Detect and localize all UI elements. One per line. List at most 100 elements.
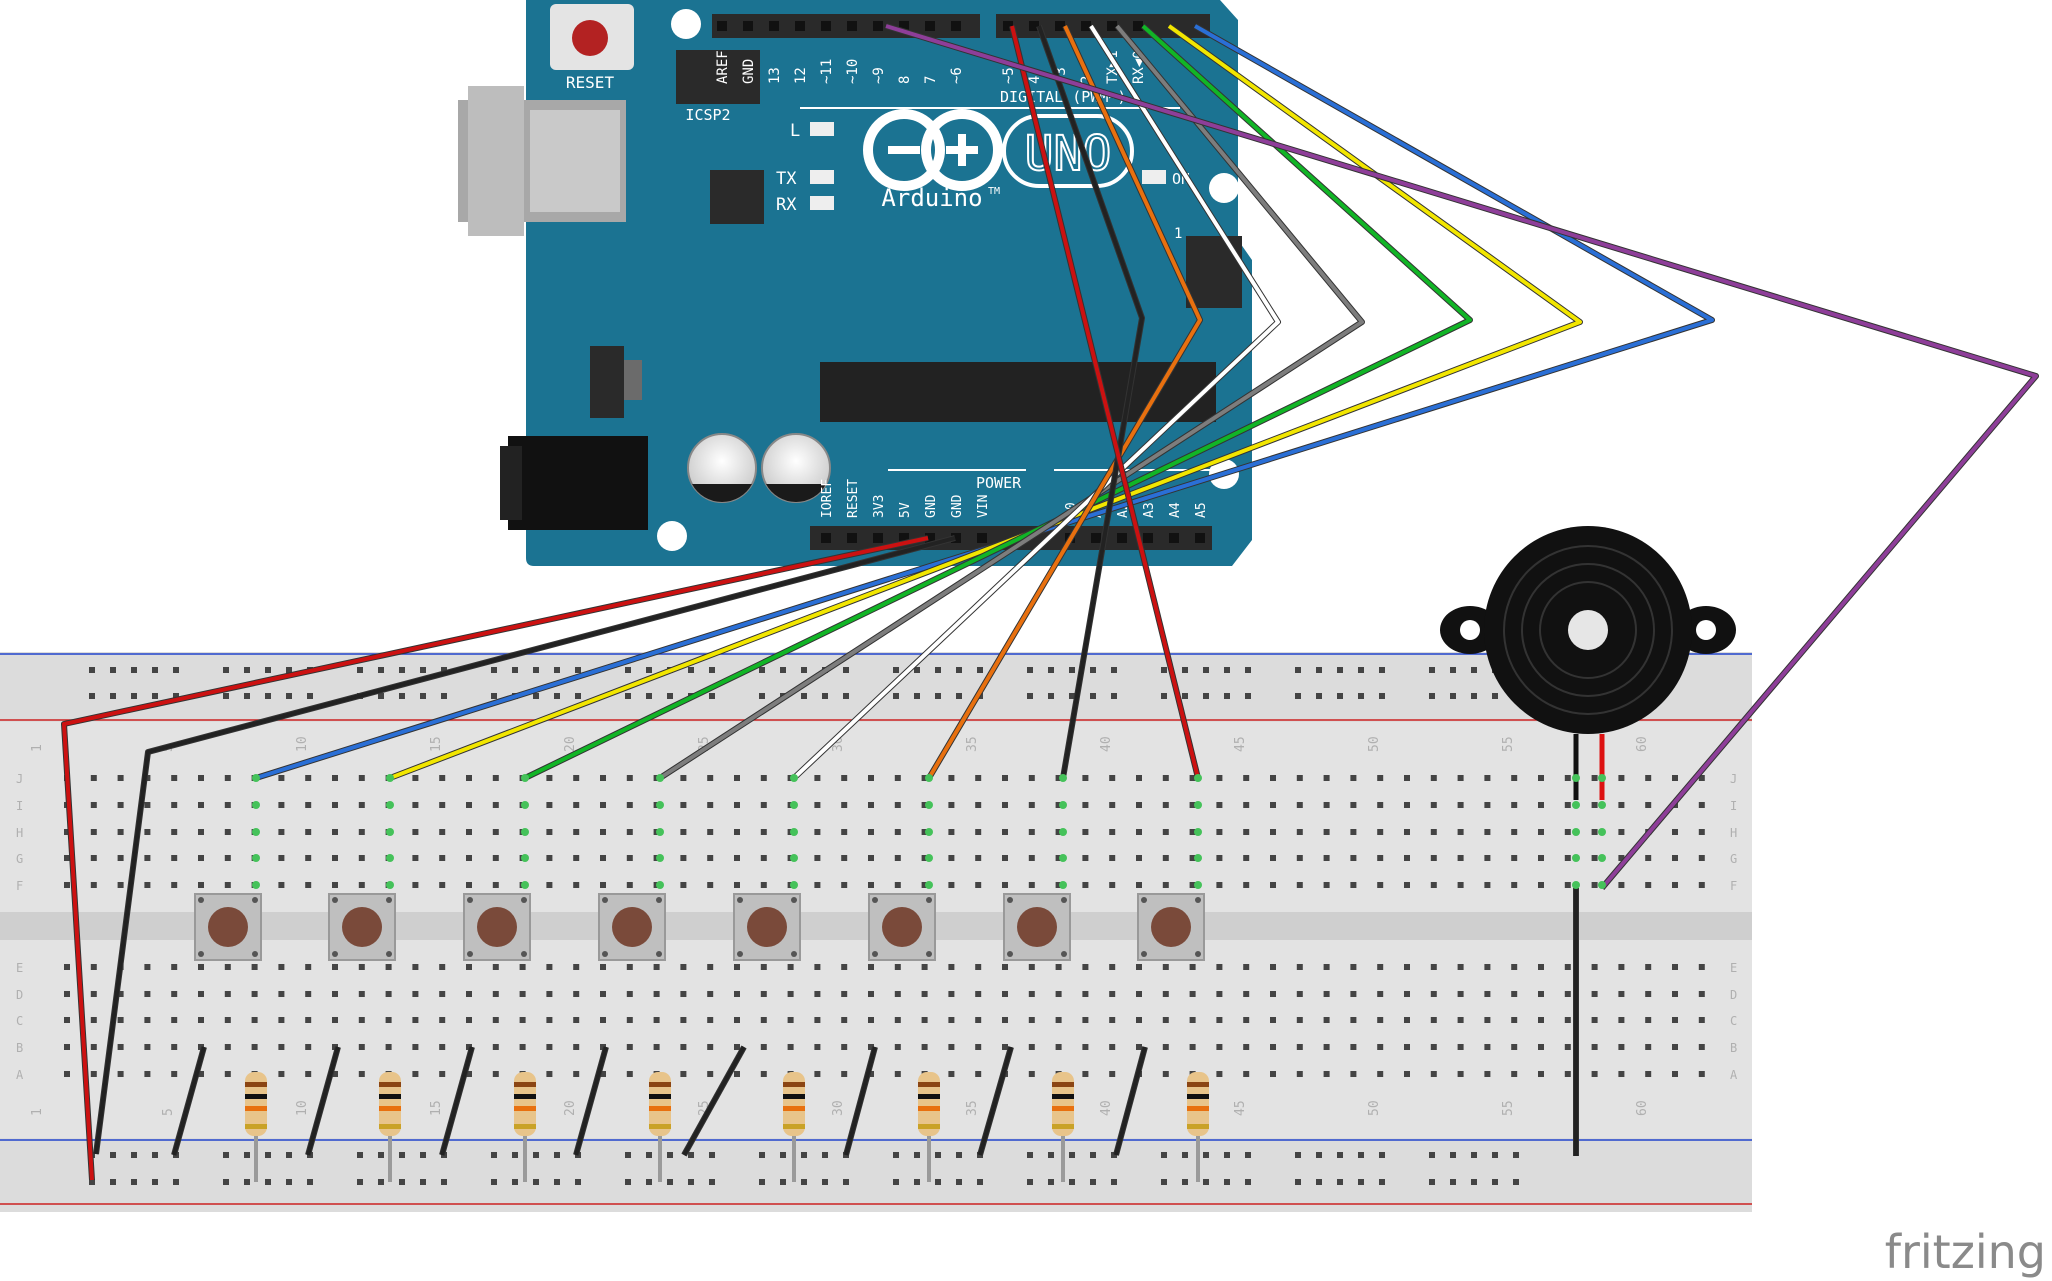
breadboard-hole	[1591, 964, 1598, 970]
breadboard-hole	[332, 964, 338, 970]
rail-hole	[1069, 667, 1075, 673]
breadboard-hole	[600, 1017, 606, 1023]
pin-hole	[769, 21, 779, 31]
breadboard-hole	[1564, 802, 1571, 808]
breadboard-hole	[412, 1017, 419, 1023]
pushbutton-corner	[737, 897, 743, 903]
row-letter: F	[1730, 879, 1737, 893]
rail-hole	[378, 667, 384, 673]
rail-hole	[307, 1179, 313, 1185]
resistor-band	[514, 1106, 536, 1111]
resistor-band	[1052, 1106, 1074, 1111]
breadboard-hole	[707, 991, 714, 997]
breadboard-hole	[814, 775, 821, 781]
pushbutton-corner	[1141, 951, 1147, 957]
breadboard-hole	[1082, 1044, 1089, 1050]
rail-hole	[286, 693, 292, 699]
breadboard-hole	[1538, 964, 1544, 970]
digital-header-left	[712, 14, 980, 38]
breadboard-hole	[1457, 1044, 1464, 1050]
breadboard-hole	[1430, 964, 1437, 970]
resistor-band	[245, 1106, 267, 1111]
breadboard-hole	[1591, 775, 1598, 781]
breadboard-hole	[1591, 802, 1598, 808]
breadboard-hole	[1645, 882, 1652, 888]
reset-button-cap[interactable]	[572, 20, 608, 56]
breadboard-hole	[1055, 882, 1062, 888]
column-number: 30	[831, 1100, 846, 1116]
connected-hole	[1572, 801, 1580, 809]
rail-hole	[1337, 1179, 1343, 1185]
breadboard-hole	[278, 855, 285, 861]
breadboard-hole	[868, 991, 874, 997]
breadboard-hole	[466, 802, 472, 808]
breadboard-hole	[1404, 829, 1410, 835]
breadboard-hole	[412, 991, 419, 997]
rail-hole	[646, 1179, 652, 1185]
breadboard-hole	[1323, 882, 1330, 888]
breadboard-hole	[1162, 991, 1169, 997]
breadboard-hole	[1484, 1071, 1491, 1077]
rail-hole	[173, 667, 179, 673]
pushbutton-corner	[926, 897, 932, 903]
pushbutton-corner	[332, 951, 338, 957]
pin-hole	[1117, 533, 1127, 543]
breadboard-hole	[921, 1044, 928, 1050]
breadboard-hole	[224, 1071, 231, 1077]
breadboard-hole	[1564, 829, 1571, 835]
breadboard-hole	[171, 1017, 178, 1023]
connected-hole	[656, 774, 664, 782]
breadboard-hole	[1645, 775, 1652, 781]
breadboard-hole	[1189, 855, 1196, 861]
breadboard-hole	[412, 1044, 419, 1050]
breadboard-hole	[1243, 991, 1250, 997]
resistor-body	[1187, 1072, 1209, 1136]
pushbutton-corner	[791, 951, 797, 957]
pin-label: AREF	[715, 50, 731, 84]
rail-hole	[1379, 1152, 1385, 1158]
rail-hole	[399, 693, 405, 699]
rail-hole	[1337, 667, 1343, 673]
wire-black-jumper	[682, 1046, 746, 1156]
breadboard-hole	[975, 964, 982, 970]
pushbutton-corner	[602, 951, 608, 957]
breadboard-hole	[760, 991, 767, 997]
breadboard-hole	[1591, 991, 1598, 997]
breadboard-hole	[1457, 829, 1464, 835]
breadboard-hole	[1430, 775, 1437, 781]
connected-hole	[1194, 828, 1202, 836]
connected-hole	[790, 881, 798, 889]
connected-hole	[521, 881, 529, 889]
rail-hole	[893, 667, 899, 673]
rail-hole	[512, 667, 518, 673]
breadboard-hole	[1484, 882, 1491, 888]
breadboard-hole	[171, 829, 178, 835]
rail-hole	[1379, 1179, 1385, 1185]
breadboard-hole	[1109, 802, 1116, 808]
rail-hole	[1316, 667, 1322, 673]
breadboard-hole	[1082, 802, 1089, 808]
breadboard-hole	[707, 1044, 714, 1050]
breadboard-hole	[305, 775, 312, 781]
breadboard-hole	[412, 829, 419, 835]
breadboard-hole	[1404, 802, 1410, 808]
pin-label: 12	[793, 67, 809, 84]
breadboard-hole	[573, 1017, 580, 1023]
breadboard-hole	[492, 775, 499, 781]
breadboard-hole	[1002, 882, 1008, 888]
breadboard-hole	[734, 855, 740, 861]
wire-black-jumper	[440, 1046, 474, 1156]
rail-hole	[554, 693, 560, 699]
rail-hole	[1111, 1152, 1117, 1158]
pushbutton-corner	[791, 897, 797, 903]
icsp2-label: ICSP2	[685, 106, 730, 124]
breadboard-hole	[439, 882, 446, 888]
breadboard-hole	[1457, 1071, 1464, 1077]
breadboard-hole	[546, 775, 553, 781]
breadboard-hole	[385, 1017, 392, 1023]
rail-hole	[893, 1152, 899, 1158]
breadboard-hole	[1028, 991, 1035, 997]
breadboard-hole	[1430, 855, 1437, 861]
pin-hole	[847, 21, 857, 31]
breadboard-hole	[1484, 1044, 1491, 1050]
